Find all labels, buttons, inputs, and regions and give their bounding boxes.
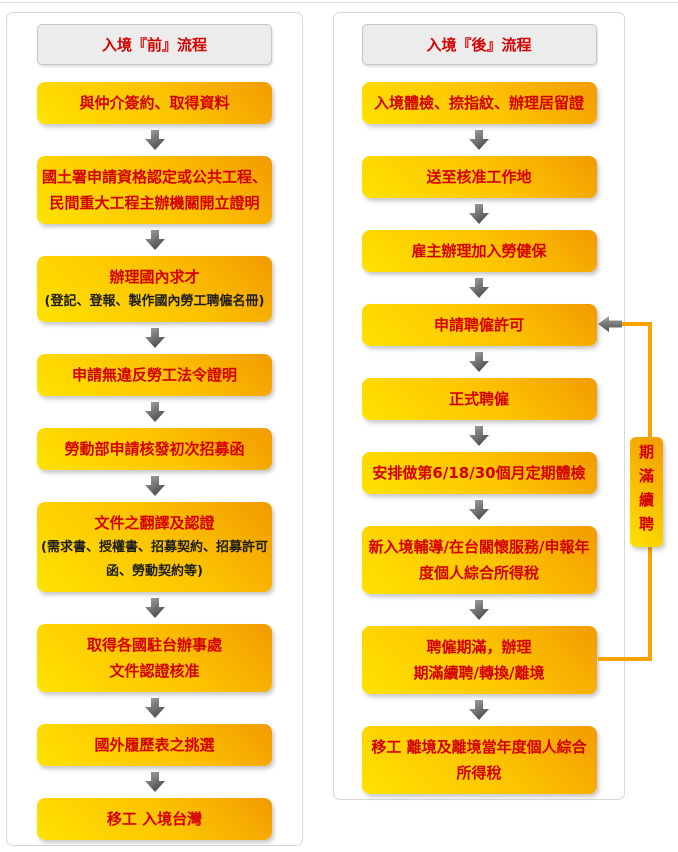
post-entry-header: 入境『後』流程 [361,24,597,65]
down-arrow-icon [144,598,166,618]
down-arrow-icon [144,476,166,496]
down-arrow-icon [468,278,490,298]
down-arrow-icon [468,352,490,372]
loop-left-arrow-icon [598,315,622,333]
flow-step: 移工 離境及離境當年度個人綜合 所得稅 [361,726,597,794]
flow-step-label: 雇主辦理加入勞健保 [411,242,547,260]
loop-connector-line [620,322,652,326]
flow-step: 聘僱期滿，辦理 期滿續聘/轉換/離境 [361,626,597,694]
flow-step: 勞動部申請核發初次招募函 [37,428,272,470]
pre-entry-flow: 與仲介簽約、取得資料 國土署申請資格認定或公共工程、 民間重大工程主辦機關開立證… [37,82,272,840]
flow-step: 取得各國駐台辦事處 文件認證核准 [37,624,272,692]
flow-step-label: 申請聘僱許可 [433,316,524,334]
flow-step-label: 與仲介簽約、取得資料 [79,94,230,112]
top-divider [0,2,678,3]
post-entry-panel: 入境『後』流程 入境體檢、捺指紋、辦理居留證 送至核准工作地 [333,12,625,800]
flow-step: 申請無違反勞工法令證明 [37,354,272,396]
flow-step: 文件之翻譯及認證 (需求書、授權書、招募契約、招募許可 函、勞動契約等) [37,502,272,592]
down-arrow-icon [144,402,166,422]
down-arrow-icon [468,426,490,446]
down-arrow-icon [144,698,166,718]
down-arrow-icon [144,230,166,250]
down-arrow-icon [468,130,490,150]
flow-step: 新入境輔導/在台關懷服務/申報年 度個人綜合所得稅 [361,526,597,594]
pre-entry-panel: 入境『前』流程 與仲介簽約、取得資料 國土署申請資格認定或公共工程、 民間重大工… [6,12,303,846]
down-arrow-icon [144,130,166,150]
flow-step-label: 正式聘僱 [448,390,509,408]
flow-step-label: 聘僱期滿，辦理 期滿續聘/轉換/離境 [413,638,545,682]
flow-step-label: 文件之翻譯及認證 [94,514,215,532]
post-entry-flow: 入境體檢、捺指紋、辦理居留證 送至核准工作地 雇主辦理加入勞健保 [361,82,597,794]
flow-step-label: 取得各國駐台辦事處 文件認證核准 [86,636,222,680]
flow-step: 正式聘僱 [361,378,597,420]
flow-step-label: 新入境輔導/在台關懷服務/申報年 度個人綜合所得稅 [368,538,590,582]
flow-step-sublabel: (登記、登報、製作國內勞工聘僱名冊) [44,294,265,309]
flow-step: 移工 入境台灣 [37,798,272,840]
down-arrow-icon [468,700,490,720]
flow-step-label: 辦理國內求才 [109,268,200,286]
flow-step: 與仲介簽約、取得資料 [37,82,272,124]
pre-entry-header: 入境『前』流程 [37,24,272,65]
flow-step-label: 移工 入境台灣 [106,810,203,828]
loop-connector-line [598,657,652,661]
flow-step-label: 勞動部申請核發初次招募函 [64,440,245,458]
down-arrow-icon [468,204,490,224]
flow-step: 國土署申請資格認定或公共工程、 民間重大工程主辦機關開立證明 [37,156,272,224]
flow-step-label: 國土署申請資格認定或公共工程、 民間重大工程主辦機關開立證明 [41,168,267,212]
down-arrow-icon [144,328,166,348]
flow-step: 辦理國內求才 (登記、登報、製作國內勞工聘僱名冊) [37,256,272,322]
flow-step: 安排做第6/18/30個月定期體檢 [361,452,597,494]
flow-step-label: 送至核准工作地 [426,168,532,186]
flow-step-label: 安排做第6/18/30個月定期體檢 [372,464,586,482]
flow-step: 入境體檢、捺指紋、辦理居留證 [361,82,597,124]
down-arrow-icon [144,772,166,792]
flow-step-label: 入境體檢、捺指紋、辦理居留證 [373,94,584,112]
flow-step: 國外履歷表之挑選 [37,724,272,766]
flow-step-sublabel: (需求書、授權書、招募契約、招募許可 函、勞動契約等) [41,540,268,579]
down-arrow-icon [468,500,490,520]
renewal-loop-label-text: 期滿續聘 [637,444,655,540]
renewal-loop-label: 期滿續聘 [630,437,663,547]
flow-step: 雇主辦理加入勞健保 [361,230,597,272]
flow-step: 送至核准工作地 [361,156,597,198]
flow-step-label: 國外履歷表之挑選 [94,736,215,754]
down-arrow-icon [468,600,490,620]
flow-step-label: 移工 離境及離境當年度個人綜合 所得稅 [371,738,587,782]
flow-step: 申請聘僱許可 [361,304,597,346]
flow-step-label: 申請無違反勞工法令證明 [71,366,237,384]
